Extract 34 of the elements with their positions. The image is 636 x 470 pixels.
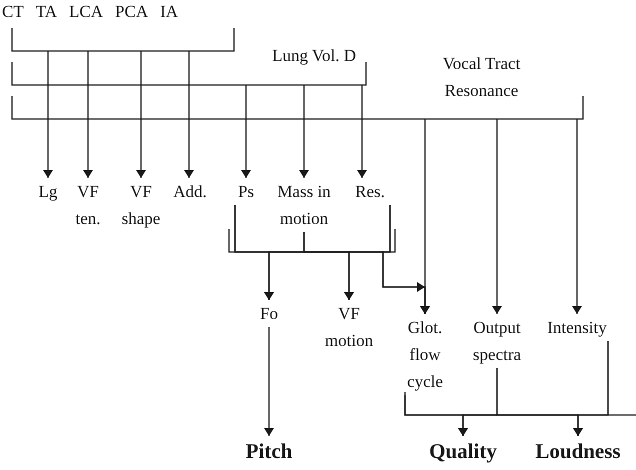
node-label: Fo	[260, 303, 278, 325]
muscle-label: TA	[36, 1, 58, 23]
node-label: Add.	[173, 181, 207, 203]
node-label: Lung Vol. D	[272, 45, 356, 67]
arrow	[241, 85, 251, 178]
muscle-label: IA	[160, 1, 178, 23]
arrow	[184, 51, 194, 178]
node-label: Res.	[355, 181, 385, 203]
arrow	[299, 85, 309, 178]
node-label: Ps	[238, 181, 254, 203]
node-label: VF ten.	[74, 181, 102, 230]
outcome-label: Pitch	[246, 438, 292, 465]
arrow	[43, 51, 53, 178]
node-label: Intensity	[547, 317, 607, 339]
node-label: Lg	[38, 181, 58, 203]
node-label: VF motion	[324, 303, 374, 352]
muscle-label: CT	[2, 1, 24, 23]
arrow	[492, 119, 502, 314]
outcome-label: Loudness	[535, 438, 621, 465]
outcome-label: Quality	[429, 438, 497, 465]
node-label: Vocal Tract Resonance	[442, 53, 522, 102]
arrow	[573, 341, 609, 436]
arrow	[136, 51, 146, 178]
node-label: Output spectra	[472, 317, 522, 366]
muscle-label: PCA	[115, 1, 148, 23]
arrow	[382, 205, 430, 314]
arrow	[264, 327, 274, 436]
arrow	[572, 119, 582, 314]
arrow	[83, 51, 93, 178]
arrow	[357, 85, 367, 178]
muscle-label: LCA	[69, 1, 104, 23]
node-label: VF shape	[120, 181, 162, 230]
node-label: Glot. flow cycle	[406, 317, 444, 393]
node-label: Mass in motion	[276, 181, 332, 230]
